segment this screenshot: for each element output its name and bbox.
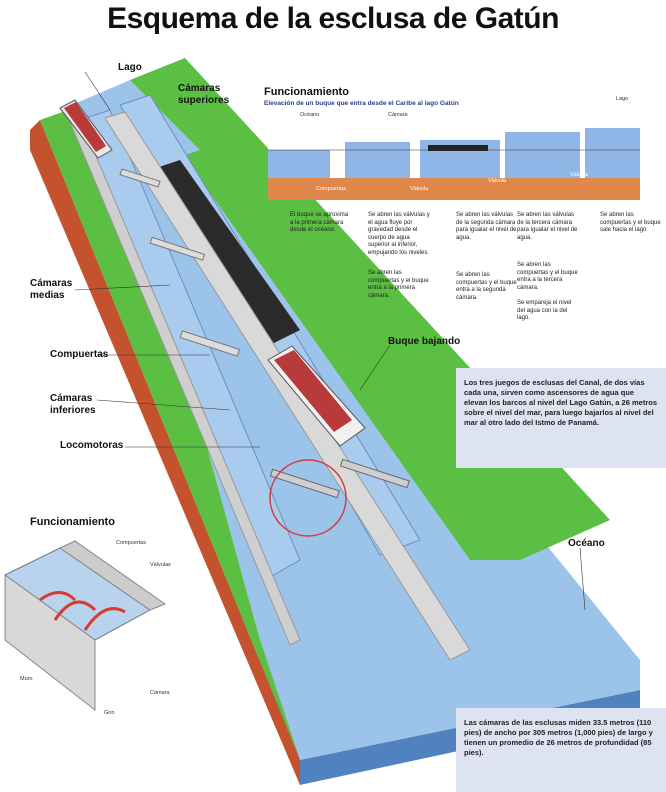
- step-3: Se abren las válvulas de la segunda cáma…: [456, 212, 517, 241]
- label-camaras-inferiores: Cámaras inferiores: [50, 393, 96, 416]
- step-2b: Se abren las compuertas y el buque entra…: [368, 270, 429, 299]
- step-5: Se abren las compuertas y el buque sale …: [600, 212, 661, 233]
- center-wall: [104, 111, 471, 661]
- detail-circle: [269, 459, 347, 537]
- label-lago: Lago: [118, 62, 142, 73]
- profile-label-lago: Lago: [616, 96, 629, 102]
- detail-label-muro: Muro: [20, 676, 33, 682]
- label-camaras-medias: Cámaras medias: [30, 278, 73, 301]
- ship-upper: [59, 99, 113, 159]
- info-box-dimensions: Las cámaras de las esclusas miden 33.5 m…: [456, 708, 666, 792]
- profile-diagram: [268, 120, 640, 200]
- step-4b: Se abren las compuertas y el buque entra…: [517, 262, 578, 291]
- profile-label-oceano: Océano: [300, 112, 320, 118]
- gate-2: [149, 236, 206, 261]
- chamber-detail: [4, 540, 167, 712]
- gate-4: [269, 468, 340, 499]
- step-2: Se abren las válvulas y el agua fluye po…: [368, 212, 430, 256]
- step-4c: Se empareja el nivel del agua con la del…: [517, 300, 572, 321]
- gate-1: [119, 168, 161, 188]
- profile-label-camara: Cámara: [388, 112, 408, 118]
- detail-label-giro: Giro: [104, 710, 115, 716]
- detail-label-compuertas: Compuertas: [116, 540, 146, 546]
- ship-lower: [267, 345, 366, 447]
- gate-label-valvula-1: Válvula: [410, 186, 429, 192]
- top-panel-subtitle: Elevación de un buque que entra desde el…: [264, 100, 459, 107]
- step-1: El buque se aproxima a la primera cámara…: [290, 212, 349, 233]
- label-locomotoras: Locomotoras: [60, 440, 124, 451]
- label-buque-bajando: Buque bajando: [388, 336, 461, 347]
- earth-side: [30, 120, 300, 785]
- gate-3: [179, 330, 241, 357]
- top-panel-heading: Funcionamiento: [264, 86, 349, 98]
- grass-left: [40, 95, 300, 760]
- gate-label-compuertas: Compuertas: [316, 186, 346, 192]
- empty-chamber: [150, 160, 300, 345]
- detail-label-valvulas: Válvulas: [150, 562, 171, 568]
- step-3b: Se abren las compuertas y el buque entra…: [456, 272, 517, 301]
- label-camaras-superiores: Cámaras superiores: [178, 83, 230, 106]
- label-oceano: Océano: [568, 538, 605, 549]
- label-compuertas: Compuertas: [50, 349, 109, 360]
- bottom-panel-heading: Funcionamiento: [30, 516, 115, 528]
- gate-5: [339, 458, 410, 489]
- gate-label-valvula-3: Válvula: [570, 172, 589, 178]
- gate-label-valvula-2: Válvula: [488, 178, 507, 184]
- detail-label-camara: Cámara: [150, 690, 170, 696]
- info-box-locks: Los tres juegos de esclusas del Canal, d…: [456, 368, 666, 468]
- step-4: Se abren las válvulas de la tercera cáma…: [517, 212, 578, 241]
- page-title: Esquema de la esclusa de Gatún: [107, 2, 559, 35]
